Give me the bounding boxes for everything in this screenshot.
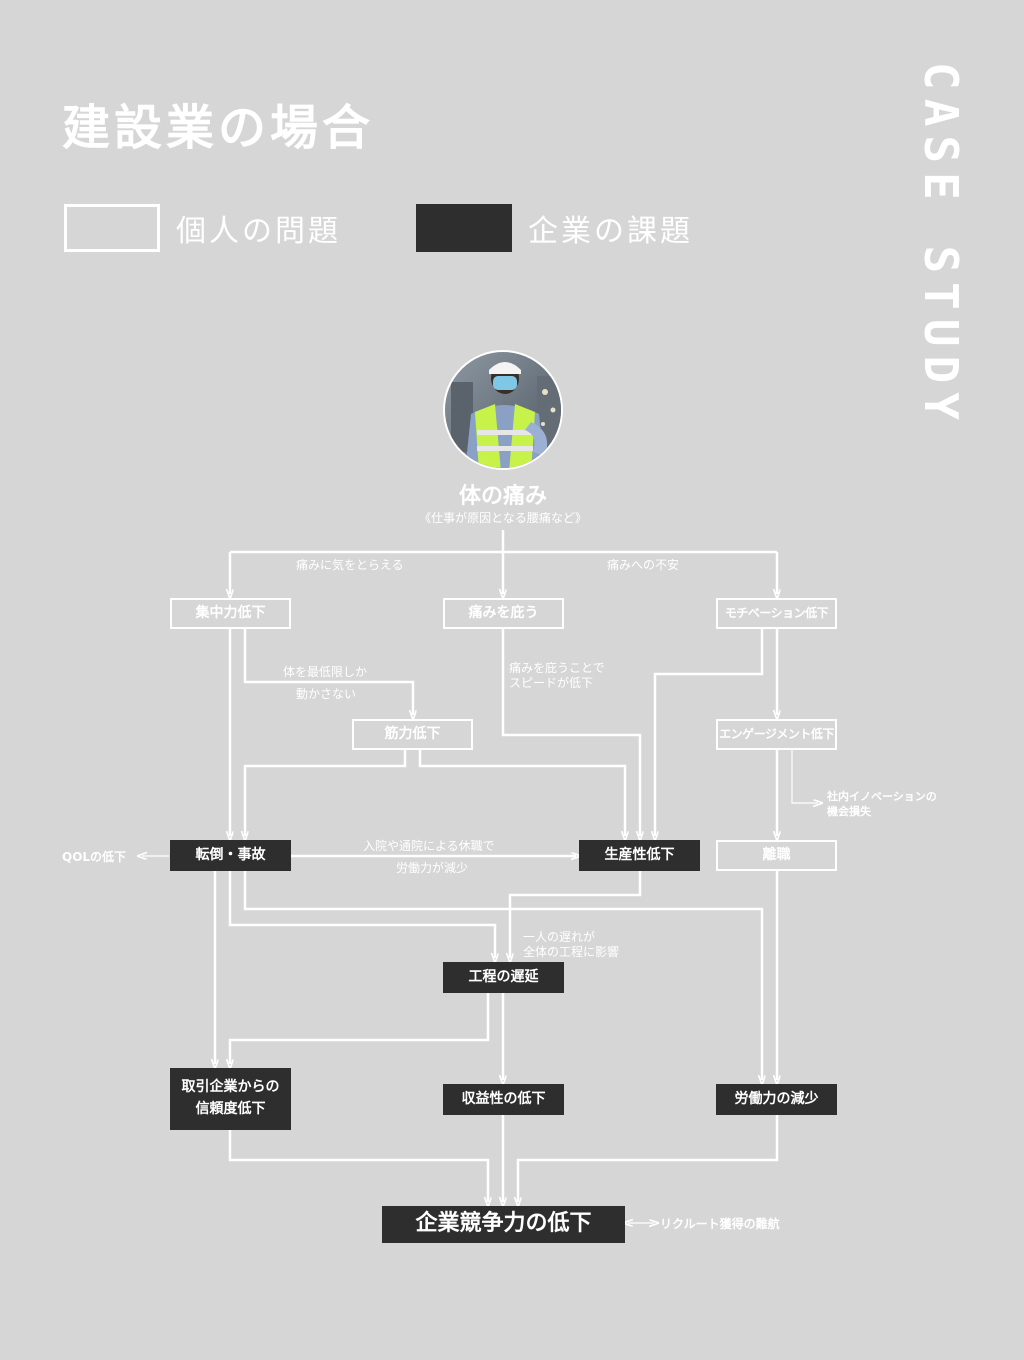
edge-label-delay-2: 全体の工程に影響 xyxy=(523,945,620,959)
legend-label-company: 企業の課題 xyxy=(528,214,693,249)
node-competitiveness-decline: 企業競争力の低下 xyxy=(382,1206,625,1243)
edge-label-recruit: リクルート獲得の難航 xyxy=(660,1217,780,1231)
edge-label-innovation-2: 機会損失 xyxy=(827,805,871,818)
node-process-delay: 工程の遅延 xyxy=(443,962,564,993)
legend-label-individual: 個人の問題 xyxy=(176,214,341,249)
edge-label-speed-1: 痛みを庇うことで xyxy=(509,661,605,675)
node-muscle-decline: 筋力低下 xyxy=(352,719,473,750)
edge-label-innovation-1: 社内イノベーションの xyxy=(827,790,937,803)
node-profitability-decline: 収益性の低下 xyxy=(443,1084,564,1115)
node-client-trust-line2: 信頼度低下 xyxy=(195,1101,266,1117)
edge-label-min-move-1: 体を最低限しか xyxy=(283,665,368,679)
edge-delay-to-trust xyxy=(230,993,490,1064)
worker-illustration xyxy=(445,352,561,468)
edge-muscle-to-accident xyxy=(245,750,407,836)
node-fall-accident: 転倒・事故 xyxy=(170,840,291,871)
edge-motivation-to-productivity xyxy=(655,629,764,836)
edge-muscle-to-productivity xyxy=(418,750,625,836)
edge-label-leave-1: 入院や通院による休職で xyxy=(363,839,495,853)
node-turnover: 離職 xyxy=(716,840,837,871)
node-engagement-decline: エンゲージメント低下 xyxy=(716,719,837,750)
edge-concentration-to-muscle xyxy=(243,629,413,715)
edge-label-min-move-2: 動かさない xyxy=(296,687,357,701)
node-concentration-decline: 集中力低下 xyxy=(170,598,291,629)
node-labor-decrease: 労働力の減少 xyxy=(716,1084,837,1115)
edge-accident-to-delay xyxy=(228,871,495,958)
edge-trust-to-competitiveness xyxy=(228,1130,488,1202)
edge-label-qol: QOLの低下 xyxy=(62,850,127,864)
node-productivity-decline: 生産性低下 xyxy=(579,840,700,871)
legend-swatch-individual xyxy=(64,204,160,252)
page-title: 建設業の場合 xyxy=(62,100,375,156)
legend-swatch-company xyxy=(416,204,512,252)
node-protect-pain: 痛みを庇う xyxy=(443,598,564,629)
worker-photo xyxy=(443,350,563,470)
edge-label-pain-catch: 痛みに気をとらえる xyxy=(296,558,404,572)
edge-label-delay-1: 一人の遅れが xyxy=(523,930,596,944)
root-node-body-pain: 体の痛み xyxy=(458,484,547,509)
case-study-vertical-title: CASE STUDY xyxy=(914,62,968,429)
node-motivation-decline: モチベーション低下 xyxy=(716,598,837,629)
edge-label-pain-anxiety: 痛みへの不安 xyxy=(607,558,680,572)
node-client-trust-decline: 取引企業からの 信頼度低下 xyxy=(170,1068,291,1130)
edge-engagement-to-innovation xyxy=(791,750,818,803)
edge-label-leave-2: 労働力が減少 xyxy=(396,861,469,875)
edge-protect-to-productivity xyxy=(501,629,640,836)
node-client-trust-line1: 取引企業からの xyxy=(181,1079,280,1096)
edge-labor-to-competitiveness xyxy=(518,1115,779,1202)
edge-accident-to-labor xyxy=(243,871,762,1080)
edge-label-speed-2: スピードが低下 xyxy=(509,676,594,690)
edge-productivity-to-delay xyxy=(510,871,642,958)
root-node-subtitle: 《仕事が原因となる腰痛など》 xyxy=(419,511,587,525)
